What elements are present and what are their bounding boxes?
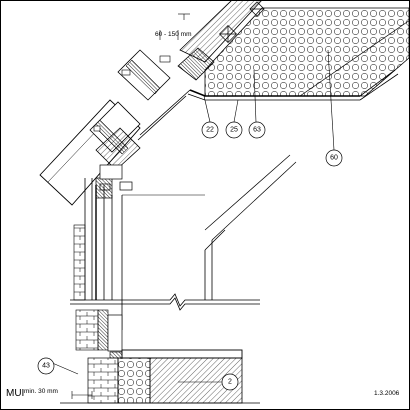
svg-text:2: 2 [228,379,232,386]
interior-lines [204,229,226,300]
svg-text:22: 22 [206,127,214,134]
dormer-assembly [39,49,171,206]
drawing-date: 1.3.2006 [374,390,400,397]
dimension-top-group [159,13,190,40]
callout-22: 22 [201,121,219,139]
leader-lines [49,49,335,383]
callout-63: 63 [248,121,266,139]
dimension-bottom-group [71,391,93,399]
floor-slab [121,349,243,359]
callout-60: 60 [325,149,343,167]
lower-brick-column [75,309,99,351]
mui-logo: MUI [6,388,24,399]
frame-lower [95,127,141,171]
break-line [70,293,260,311]
callout-43: 43 [37,357,55,375]
dimension-top-label: 60 - 150 mm [155,31,192,38]
insulation-block [117,357,151,404]
callout-25: 25 [225,121,243,139]
roof-battens [219,1,265,43]
svg-text:60: 60 [330,155,338,162]
wall-section [73,164,205,330]
dimension-bottom-label: min. 30 mm [24,388,58,395]
svg-text:25: 25 [230,127,238,134]
roof-section [137,0,410,241]
svg-text:43: 43 [42,363,50,370]
brick-column [73,224,86,301]
callout-2: 2 [221,373,239,391]
base-detail [60,309,260,404]
rafter-member [177,47,215,81]
svg-text:63: 63 [253,127,261,134]
